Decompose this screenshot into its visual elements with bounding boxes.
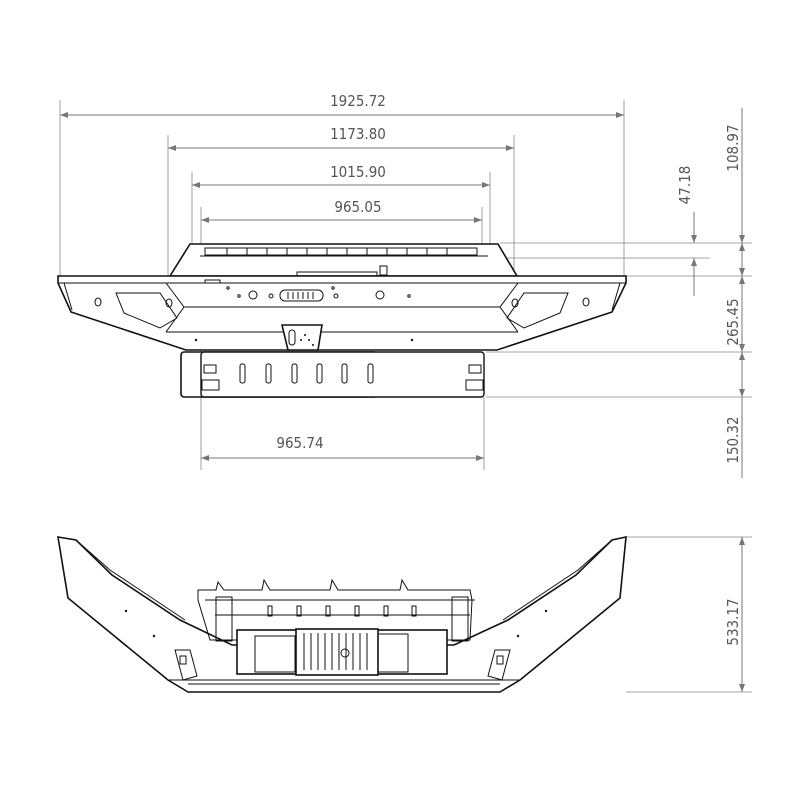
dimension-top-height: 108.97 [724, 108, 745, 276]
dimension-label: 533.17 [724, 598, 742, 645]
dimension-label: 108.97 [724, 124, 742, 171]
right-light-pocket [506, 292, 569, 329]
dimension-width-upper: 1173.80 [168, 125, 514, 151]
fairlead [279, 289, 324, 302]
dimension-main-height: 265.45 [724, 276, 745, 352]
dimension-label: 150.32 [724, 416, 742, 463]
dimension-width-light-bar: 1015.90 [192, 163, 490, 188]
dimension-label: 1925.72 [330, 92, 386, 110]
light-bar [204, 247, 478, 256]
dimension-overall-width: 1925.72 [60, 92, 624, 118]
dimension-label: 265.45 [724, 298, 742, 345]
bumper-front-view [57, 243, 627, 398]
skid-plate [180, 351, 485, 398]
dimension-label: 965.74 [276, 434, 323, 452]
dimension-label: 965.05 [334, 198, 381, 216]
dimension-light-bar-offset: 47.18 [676, 166, 697, 296]
dimension-label: 1015.90 [330, 163, 386, 181]
dimension-label: 47.18 [676, 166, 694, 205]
dimension-depth: 533.17 [724, 537, 745, 692]
bumper-bottom-view [57, 535, 627, 693]
tow-hitch [280, 324, 323, 351]
dimension-label: 1173.80 [330, 125, 386, 143]
dimension-skid-plate-width: 965.74 [201, 434, 484, 461]
extension-lines [59, 100, 752, 693]
left-light-pocket [115, 292, 178, 329]
dimension-skid-plate-height: 150.32 [724, 352, 745, 478]
winch [236, 628, 448, 676]
dimension-width-inner: 965.05 [201, 198, 482, 223]
